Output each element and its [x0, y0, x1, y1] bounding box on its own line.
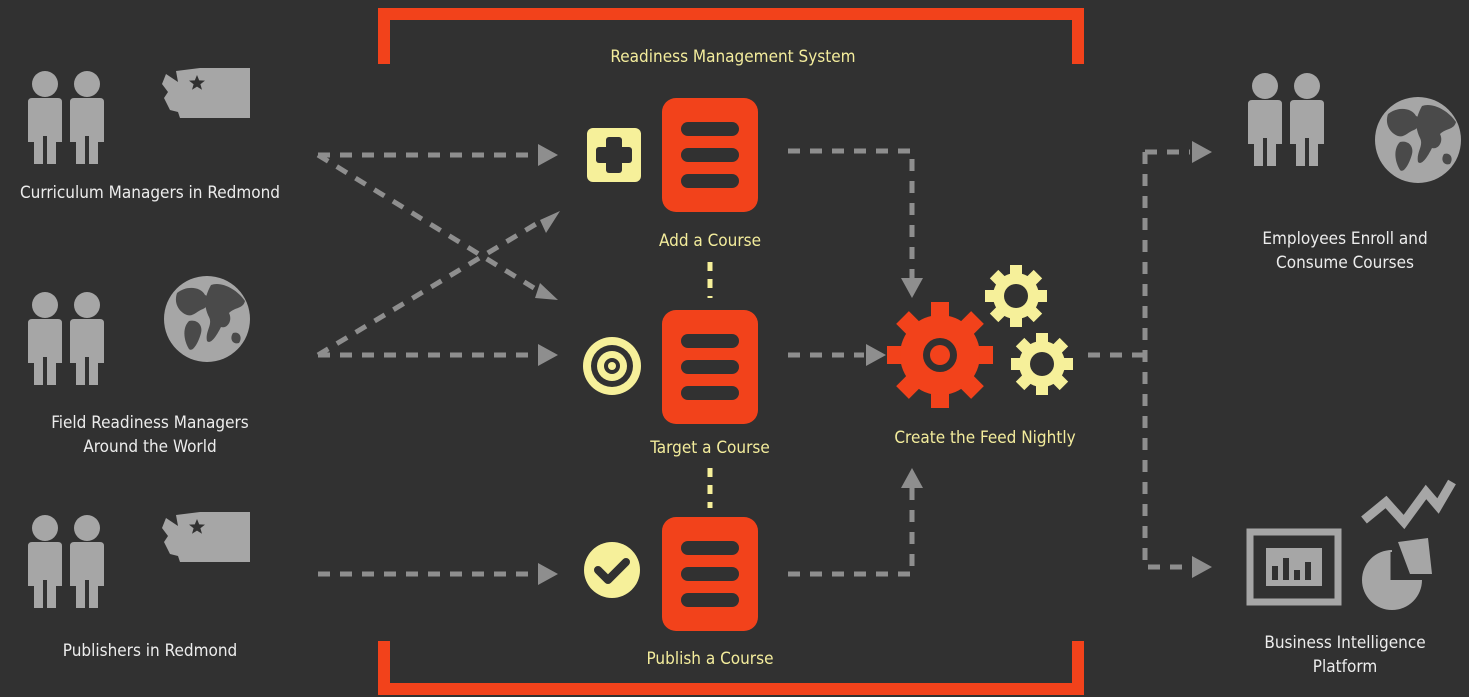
step-label-add: Add a Course: [658, 231, 762, 251]
two-people-icon: [28, 71, 104, 164]
arrowheads: [535, 141, 1212, 585]
two-people-icon: [1248, 73, 1324, 166]
gears-icon: [887, 265, 1073, 408]
target-course-server-icon: [662, 310, 758, 424]
globe-icon: [1375, 97, 1461, 183]
system-bracket: [378, 8, 1084, 695]
add-course-server-icon: [662, 98, 758, 212]
actor-label-publishers: Publishers in Redmond: [62, 641, 238, 661]
plus-icon: [587, 128, 641, 182]
actor-curriculum-managers: [28, 68, 250, 164]
small-gear-icon: [985, 265, 1047, 327]
checkmark-icon: [584, 542, 640, 598]
washington-state-icon: [162, 68, 250, 118]
output-label-bi-line2: Platform: [1312, 657, 1378, 677]
step-label-publish: Publish a Course: [646, 649, 774, 669]
washington-state-icon: [162, 512, 250, 562]
small-gear-icon-2: [1011, 333, 1073, 395]
connector-lines: [316, 148, 1190, 577]
system-title: Readiness Management System: [610, 47, 856, 67]
step-label-target: Target a Course: [650, 438, 770, 458]
globe-icon: [164, 276, 250, 362]
publish-course-server-icon: [662, 517, 758, 631]
actor-field-readiness-managers: [28, 276, 250, 385]
output-label-employees-line2: Consume Courses: [1276, 253, 1414, 273]
output-label-bi-line1: Business Intelligence: [1264, 633, 1426, 653]
two-people-icon: [28, 292, 104, 385]
large-gear-icon: [887, 302, 993, 408]
output-employees: [1248, 73, 1461, 183]
two-people-icon: [28, 515, 104, 608]
process-label: Create the Feed Nightly: [894, 428, 1076, 448]
analytics-icon: [1246, 479, 1456, 610]
target-icon: [583, 337, 641, 395]
output-label-employees-line1: Employees Enroll and: [1262, 229, 1428, 249]
actor-label-field-readiness-line2: Around the World: [83, 437, 217, 457]
actor-label-curriculum-managers: Curriculum Managers in Redmond: [19, 183, 281, 203]
actor-label-field-readiness-line1: Field Readiness Managers: [51, 413, 249, 433]
actor-publishers: [28, 512, 250, 608]
